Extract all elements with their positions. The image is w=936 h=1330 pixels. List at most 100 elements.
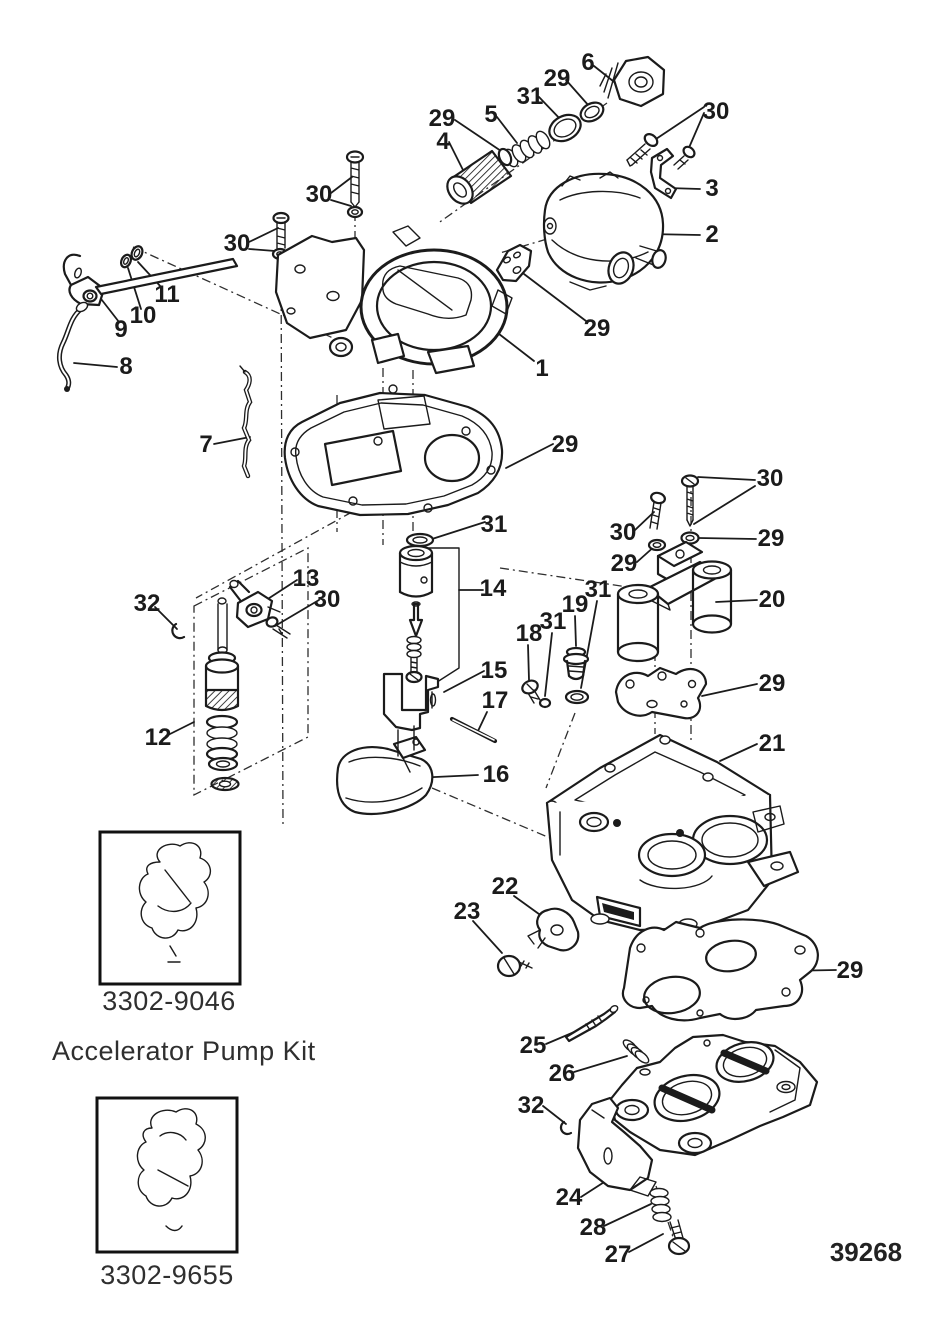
screw-30-bracket-angled	[649, 491, 666, 530]
washer-29-left	[647, 538, 667, 552]
washer-31-ring	[564, 689, 590, 705]
main-body-part	[545, 733, 800, 932]
callout-14: 14	[480, 575, 507, 602]
callout-29-pump-gasket: 29	[584, 315, 611, 342]
callout-29-plug: 29	[544, 65, 571, 92]
screw-30-lever	[265, 616, 291, 639]
callout-26: 26	[549, 1060, 576, 1087]
callout-29-airhorn-gasket: 29	[552, 431, 579, 458]
pump-lever-part	[62, 253, 239, 307]
callout-3: 3	[705, 175, 718, 202]
callout-30-top: 30	[306, 181, 333, 208]
air-horn-part	[274, 225, 513, 375]
callout-11: 11	[154, 281, 179, 308]
callout-8: 8	[119, 353, 132, 380]
screw-18-part	[521, 679, 541, 704]
callout-31-washer: 31	[481, 511, 508, 538]
inset-9655-caption: 3302-9655	[100, 1260, 234, 1290]
callout-31-ring-valve: 31	[585, 576, 612, 603]
callout-31-washer-screw: 31	[540, 608, 567, 635]
fuel-pump-cover-part	[542, 171, 667, 291]
plug-gasket-ring	[579, 101, 605, 123]
callout-5: 5	[484, 101, 497, 128]
callout-18: 18	[516, 620, 543, 647]
callout-30-upper-right: 30	[703, 98, 730, 125]
callout-29-washer-left: 29	[611, 550, 638, 577]
callout-16: 16	[483, 761, 510, 788]
callout-27: 27	[605, 1241, 632, 1268]
figure-number: 39268	[830, 1237, 902, 1267]
callout-29-bowl-gasket: 29	[837, 957, 864, 984]
callout-1: 1	[535, 355, 548, 382]
cam-part	[527, 907, 580, 952]
callout-28: 28	[580, 1214, 607, 1241]
screw-30-bracket-vertical	[680, 474, 700, 527]
kit-label: Accelerator Pump Kit	[52, 1036, 316, 1066]
pump-bracket-part	[649, 147, 678, 200]
callout-30-bracket: 30	[757, 465, 784, 492]
callout-30-lever: 30	[314, 586, 341, 613]
pump-rod-part	[239, 365, 253, 479]
lever-washer-11	[130, 245, 144, 261]
callout-29-washer-right: 29	[758, 525, 785, 552]
callout-20: 20	[759, 586, 786, 613]
idle-needle-part	[564, 1004, 619, 1043]
pump-plunger-stack	[204, 597, 240, 792]
callout-7: 7	[199, 431, 212, 458]
callout-17: 17	[482, 687, 509, 714]
callout-10: 10	[130, 302, 157, 329]
idle-spring-part	[622, 1039, 650, 1064]
callout-23: 23	[454, 898, 481, 925]
inset-9046	[98, 830, 242, 986]
washer-31-small	[538, 697, 552, 709]
callout-15: 15	[481, 657, 508, 684]
float-pin-part	[449, 716, 498, 744]
screw-30-top-left	[345, 150, 365, 219]
air-horn-gasket	[283, 384, 504, 517]
fuel-hose-part	[56, 301, 89, 392]
pump-mount-gasket	[495, 243, 533, 283]
sight-ring-31	[548, 113, 582, 143]
idle-stop-spring-part	[649, 1187, 672, 1223]
callout-21: 21	[759, 730, 786, 757]
inset-9046-box	[98, 830, 242, 986]
callout-25: 25	[520, 1032, 547, 1059]
callout-30-left: 30	[224, 230, 251, 257]
callout-6: 6	[581, 49, 594, 76]
transfer-bracket-part	[616, 540, 733, 663]
callout-22: 22	[492, 873, 519, 900]
screw-23-part	[496, 954, 533, 978]
filter-spring-part	[497, 130, 551, 168]
pump-body-gasket	[614, 666, 708, 720]
check-valve-part	[562, 646, 590, 681]
callout-12: 12	[145, 724, 172, 751]
callout-32-clip-lower: 32	[518, 1092, 545, 1119]
fuel-filter-part	[446, 149, 513, 205]
callout-24: 24	[556, 1184, 583, 1211]
retainer-clip-32-lower	[559, 1120, 573, 1136]
inset-9046-caption: 3302-9046	[102, 986, 236, 1016]
callout-13: 13	[293, 565, 320, 592]
callout-29-seat: 29	[429, 105, 456, 132]
callout-31-ring: 31	[517, 83, 544, 110]
needle-seat-part	[398, 532, 435, 684]
float-bracket-part	[382, 672, 440, 732]
lever-washer-10	[119, 253, 133, 269]
pump-kit-dashed-box	[193, 546, 309, 797]
callout-9: 9	[114, 316, 127, 343]
inset-9655	[95, 1096, 239, 1254]
float-part	[336, 725, 434, 815]
callout-19: 19	[562, 591, 589, 618]
leader-lines	[73, 65, 837, 1253]
callout-2: 2	[705, 221, 718, 248]
retainer-clip-32	[171, 622, 186, 640]
callout-32-clip: 32	[134, 590, 161, 617]
callout-14-bracket	[425, 547, 460, 685]
idle-stop-screw-part	[667, 1219, 691, 1256]
callout-4: 4	[436, 128, 450, 155]
pump-arm-part	[228, 579, 281, 629]
callout-labels: 6 29 31 5 29 4 30 3 2 30 30 11 10 9 8 29…	[114, 49, 863, 1268]
callout-29-pump-body-gasket: 29	[759, 670, 786, 697]
